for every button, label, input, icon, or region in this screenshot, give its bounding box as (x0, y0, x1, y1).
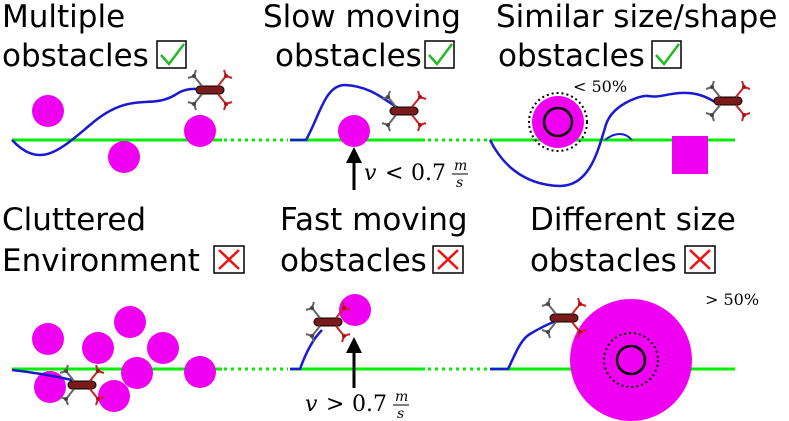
panel-different-size-obstacles: Different size obstacles > 50% (490, 202, 759, 421)
check-icon (424, 40, 455, 69)
unit-denominator: s (397, 406, 404, 421)
check-icon (651, 40, 682, 69)
comparison-operator: > (326, 392, 344, 417)
size-ratio-label: > 50% (705, 290, 759, 309)
panel-title-line1: Cluttered (2, 202, 146, 238)
inner-size-ring (615, 344, 647, 376)
panel-slow-moving-obstacles: Slow moving obstacles v < 0.7 m s (263, 0, 488, 191)
cross-icon (213, 245, 245, 274)
velocity-symbol: v (305, 392, 318, 417)
panel-title-line1: Fast moving (280, 202, 468, 238)
obstacle-circle (184, 356, 216, 388)
trajectory (488, 91, 716, 188)
panel-title-line2: obstacles (2, 38, 149, 74)
velocity-limit-label: v > 0.7 m s (305, 389, 409, 421)
drone-icon (305, 301, 351, 343)
obstacle-circle (147, 332, 179, 364)
velocity-arrow (346, 147, 362, 190)
obstacle-circle (184, 115, 216, 147)
trajectory (11, 87, 206, 157)
obstacle-circle (339, 294, 371, 326)
velocity-limit-label: v < 0.7 m s (364, 158, 468, 191)
unit-denominator: s (456, 175, 463, 191)
panel-title-line2: obstacles (498, 38, 645, 74)
trajectory (11, 368, 73, 382)
obstacle-circle (32, 323, 64, 355)
panel-similar-size-obstacles: Similar size/shape obstacles < 50% (488, 0, 777, 188)
panel-cluttered-environment: Cluttered Environment (2, 202, 288, 412)
obstacle-circle (108, 141, 140, 173)
panel-multiple-obstacles: Multiple obstacles (2, 0, 288, 173)
panel-title-line1: Similar size/shape (496, 0, 777, 35)
panel-title-line2: Environment (2, 243, 200, 279)
trajectory-detail (604, 133, 633, 141)
panel-title-line1: Slow moving (263, 0, 461, 35)
obstacle-square (672, 136, 708, 174)
obstacle-circle (121, 357, 153, 389)
size-ratio-label: < 50% (573, 77, 627, 96)
trajectory (290, 329, 323, 371)
comparison-operator: < (385, 161, 403, 186)
dotted-size-ring (528, 92, 588, 152)
inner-size-ring (542, 106, 574, 138)
panel-fast-moving-obstacles: Fast moving obstacles v > 0.7 m s (280, 202, 488, 421)
panel-title-line2: obstacles (280, 243, 427, 279)
velocity-value: 0.7 (352, 392, 387, 417)
obstacle-circle (114, 306, 146, 338)
panel-title-line1: Different size (530, 202, 736, 238)
trajectory (490, 319, 557, 371)
obstacle-circle (338, 115, 370, 147)
drone-icon (381, 90, 427, 132)
obstacle-circle (32, 95, 64, 127)
dotted-size-ring (603, 332, 659, 388)
unit-numerator: m (395, 389, 408, 405)
drone-icon (59, 364, 105, 406)
unit-numerator: m (454, 158, 467, 174)
cross-icon (684, 245, 716, 274)
velocity-symbol: v (364, 161, 377, 186)
panel-title-line2: obstacles (530, 243, 677, 279)
velocity-arrow (346, 337, 362, 388)
panel-title-line2: obstacles (275, 38, 422, 74)
obstacle-circle (82, 332, 114, 364)
obstacle-circle (98, 380, 130, 412)
cross-icon (432, 245, 464, 274)
large-obstacle-circle (570, 299, 692, 421)
obstacle-circle (34, 371, 66, 403)
check-icon (156, 40, 187, 69)
velocity-value: 0.7 (411, 161, 446, 186)
panel-title-line1: Multiple (2, 0, 125, 35)
obstacle-circle (532, 96, 584, 148)
drone-icon (541, 297, 587, 339)
